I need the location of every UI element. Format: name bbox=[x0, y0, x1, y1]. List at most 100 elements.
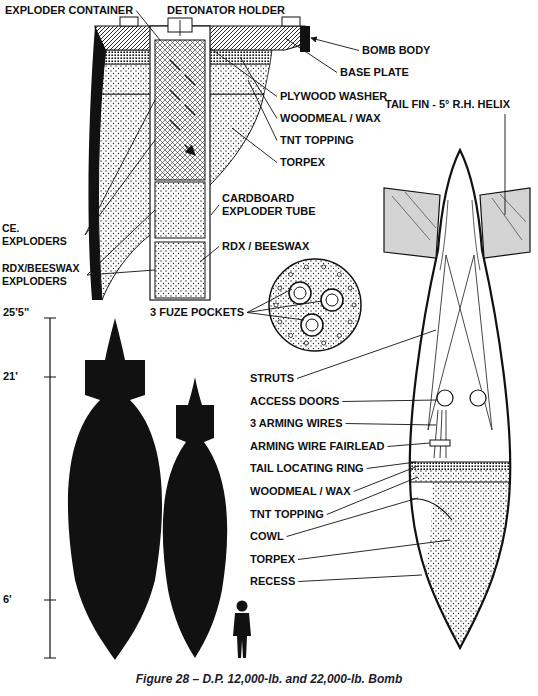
man-silhouette bbox=[237, 601, 248, 612]
fuze-plate bbox=[321, 289, 343, 311]
plate-hole bbox=[274, 303, 278, 307]
leader-line bbox=[248, 80, 277, 141]
part-label: TORPEX bbox=[280, 156, 325, 169]
part-label: DETONATOR HOLDER bbox=[167, 4, 285, 17]
leader-line bbox=[85, 140, 155, 235]
arming-wires bbox=[434, 410, 446, 458]
part-label: CE. EXPLODERS bbox=[2, 222, 82, 248]
torpex-fill bbox=[400, 482, 520, 660]
part-label: 25'5" bbox=[3, 306, 29, 319]
leader-line bbox=[311, 38, 359, 51]
fuze-plate bbox=[289, 282, 311, 304]
fuze-plate bbox=[294, 287, 306, 299]
plate-hole bbox=[352, 303, 356, 307]
fuze-plate bbox=[326, 294, 338, 306]
bolt-nut bbox=[282, 17, 300, 26]
part-label: TAIL FIN - 5° R.H. HELIX bbox=[385, 98, 535, 111]
part-label: RECESS bbox=[250, 575, 295, 588]
leader-line bbox=[367, 462, 416, 469]
leader-line bbox=[85, 100, 155, 235]
bomb-section bbox=[400, 462, 520, 660]
plate-hole bbox=[322, 341, 326, 345]
part-label: WOODMEAL / WAX bbox=[250, 485, 351, 498]
part-label: ARMING WIRE FAIRLEAD bbox=[250, 440, 384, 453]
part-label: PLYWOOD WASHER bbox=[280, 90, 387, 103]
part-label: COWL bbox=[250, 530, 284, 543]
part-label: BOMB BODY bbox=[362, 44, 430, 57]
fuze-plate bbox=[306, 319, 318, 331]
part-label: TAIL LOCATING RING bbox=[250, 462, 364, 475]
bolt-nut bbox=[120, 17, 138, 26]
struts bbox=[428, 255, 492, 430]
leader-line bbox=[180, 20, 181, 36]
exploder-arrows bbox=[170, 60, 195, 155]
plate-hole bbox=[289, 273, 293, 277]
bomb-section bbox=[384, 150, 530, 660]
plate-hole bbox=[348, 320, 352, 324]
part-label: BASE PLATE bbox=[340, 66, 409, 79]
man-silhouette bbox=[233, 613, 251, 658]
part-label: RDX / BEESWAX bbox=[222, 240, 309, 253]
part-label: 21' bbox=[3, 370, 18, 383]
fuze-plate bbox=[269, 259, 361, 351]
leader-line bbox=[505, 114, 506, 215]
plate-hole bbox=[278, 286, 282, 290]
man-silhouette bbox=[233, 601, 251, 659]
leader-line bbox=[346, 424, 437, 426]
plate-hole bbox=[348, 286, 352, 290]
leader-line bbox=[211, 205, 219, 215]
part-label: TNT TOPPING bbox=[250, 508, 324, 521]
rdx-exploder bbox=[155, 242, 205, 298]
part-label: 6' bbox=[3, 593, 12, 606]
leader-line bbox=[87, 210, 155, 275]
body-lug bbox=[300, 26, 310, 52]
part-label: 3 FUZE POCKETS bbox=[150, 306, 244, 319]
exploder-tube bbox=[150, 26, 210, 300]
tail-ring bbox=[400, 462, 520, 482]
leader-line bbox=[297, 330, 436, 379]
part-label: ACCESS DOORS bbox=[250, 395, 339, 408]
part-label: RDX/BEESWAX EXPLODERS bbox=[2, 262, 84, 288]
height-scale bbox=[44, 318, 56, 658]
plate-hole bbox=[274, 265, 356, 345]
plate-hole bbox=[337, 333, 341, 337]
part-label: STRUTS bbox=[250, 372, 294, 385]
rdx-exploder bbox=[155, 182, 205, 238]
plate-hole bbox=[304, 341, 308, 345]
leader-line bbox=[247, 313, 304, 321]
part-label: EXPLODER CONTAINER bbox=[5, 4, 133, 17]
part-label: WOODMEAL / WAX bbox=[280, 112, 381, 125]
leader-line bbox=[247, 301, 322, 313]
leader-line bbox=[232, 128, 277, 163]
leader-line bbox=[387, 443, 430, 447]
plate-hole bbox=[278, 320, 282, 324]
leader-line bbox=[87, 270, 155, 275]
tail-section bbox=[88, 17, 310, 300]
plate-hole bbox=[337, 273, 341, 277]
leader-line bbox=[285, 38, 337, 73]
leader-line bbox=[298, 540, 450, 560]
access-door bbox=[470, 390, 486, 406]
leader-line bbox=[342, 400, 437, 402]
part-label: TORPEX bbox=[250, 553, 295, 566]
plate-hole bbox=[289, 333, 293, 337]
leader-line bbox=[136, 11, 160, 41]
bomb-silhouette-12000 bbox=[163, 377, 227, 658]
size-comparison bbox=[44, 318, 251, 660]
fuze-plate bbox=[301, 314, 323, 336]
figure-caption: Figure 28 – D.P. 12,000-lb. and 22,000-l… bbox=[0, 672, 538, 686]
wire-fairlead bbox=[430, 440, 450, 446]
leader-line bbox=[200, 247, 219, 263]
part-label: 3 ARMING WIRES bbox=[250, 417, 343, 430]
ce-exploders bbox=[155, 40, 205, 180]
fuze-plate bbox=[269, 259, 361, 351]
helix-lines bbox=[392, 192, 526, 240]
plate-hole bbox=[304, 265, 308, 269]
tail-cone-line bbox=[440, 200, 480, 270]
part-label: CARDBOARD EXPLODER TUBE bbox=[222, 192, 322, 218]
plate-hole bbox=[322, 265, 326, 269]
leader-line bbox=[240, 57, 277, 119]
bomb-silhouette-22000 bbox=[68, 318, 162, 660]
leader-line bbox=[210, 48, 277, 97]
